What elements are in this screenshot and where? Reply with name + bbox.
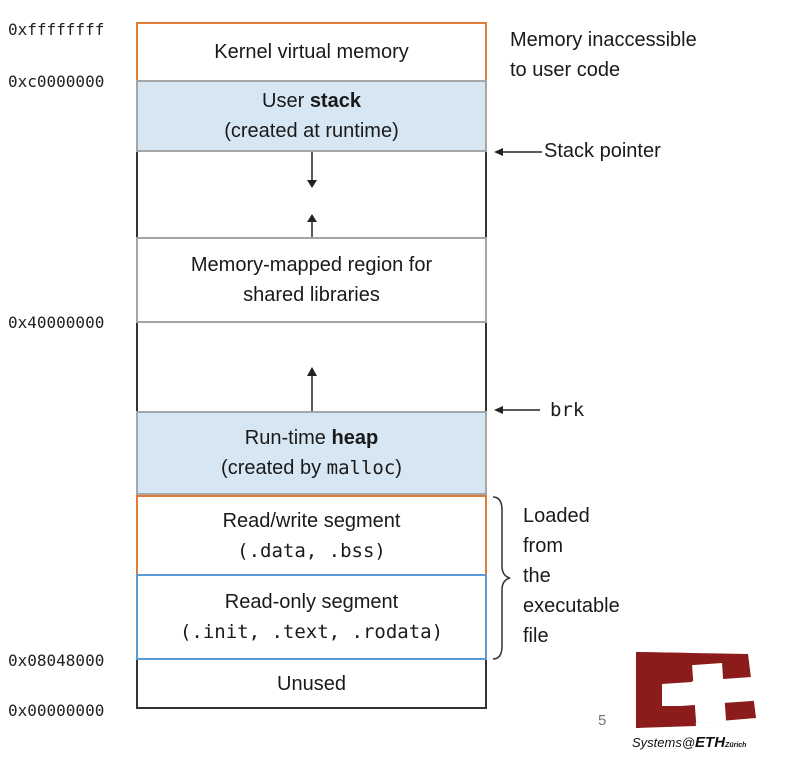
segment-read-only: Read-only segment (.init, .text, .rodata…: [136, 574, 487, 660]
loaded-note-line1: Loaded: [523, 505, 590, 527]
heap-subtitle: (created by malloc): [221, 457, 402, 479]
loaded-note-line4: executable: [523, 595, 620, 617]
eth-logo-graphic: [636, 652, 759, 728]
segment-unused: Unused: [136, 660, 487, 709]
segment-heap-gap: [136, 323, 487, 411]
address-kernel-start: 0xc0000000: [8, 72, 105, 91]
segment-user-stack: User stack (created at runtime): [136, 80, 487, 152]
brk-label: brk: [550, 399, 585, 421]
segment-stack-gap: [136, 152, 487, 237]
heap-title: Run-time heap: [244, 427, 379, 449]
stack-pointer-label: Stack pointer: [544, 140, 661, 162]
segment-kernel: Kernel virtual memory: [136, 22, 487, 80]
eth-logo: Systems@ETHZürich: [632, 650, 788, 760]
kernel-note-line1: Memory inaccessible: [510, 29, 697, 51]
ro-line1: Read-only segment: [224, 591, 399, 613]
address-mmap: 0x40000000: [8, 313, 105, 332]
segment-kernel-label: Kernel virtual memory: [214, 41, 409, 63]
loaded-brace: [492, 496, 511, 660]
stack-pointer-arrow: [494, 148, 542, 156]
segment-read-write: Read/write segment (.data, .bss): [136, 495, 487, 575]
page-number: 5: [598, 712, 607, 729]
mmap-line2: shared libraries: [243, 284, 380, 306]
rw-line1: Read/write segment: [222, 510, 401, 532]
address-text-start: 0x08048000: [8, 651, 105, 670]
address-top: 0xffffffff: [8, 20, 105, 39]
mmap-up-arrow: [307, 214, 317, 237]
stack-title: User stack: [262, 90, 361, 112]
ro-line2: (.init, .text, .rodata): [179, 621, 444, 643]
stack-down-arrow: [307, 152, 317, 188]
eth-logo-text: Systems@ETHZürich: [632, 734, 747, 751]
rw-line2: (.data, .bss): [237, 540, 386, 562]
loaded-note-line5: file: [523, 625, 549, 647]
brk-arrow: [494, 406, 540, 414]
address-bottom: 0x00000000: [8, 701, 105, 720]
unused-label: Unused: [277, 672, 346, 695]
segment-heap: Run-time heap (created by malloc): [136, 411, 487, 495]
kernel-note-line2: to user code: [510, 59, 621, 81]
loaded-note-line2: from: [523, 535, 563, 557]
mmap-line1: Memory-mapped region for: [190, 254, 433, 276]
loaded-note-line3: the: [523, 565, 551, 587]
segment-mmap: Memory-mapped region for shared librarie…: [136, 237, 487, 323]
stack-subtitle: (created at runtime): [224, 120, 399, 142]
heap-up-arrow: [307, 367, 317, 411]
